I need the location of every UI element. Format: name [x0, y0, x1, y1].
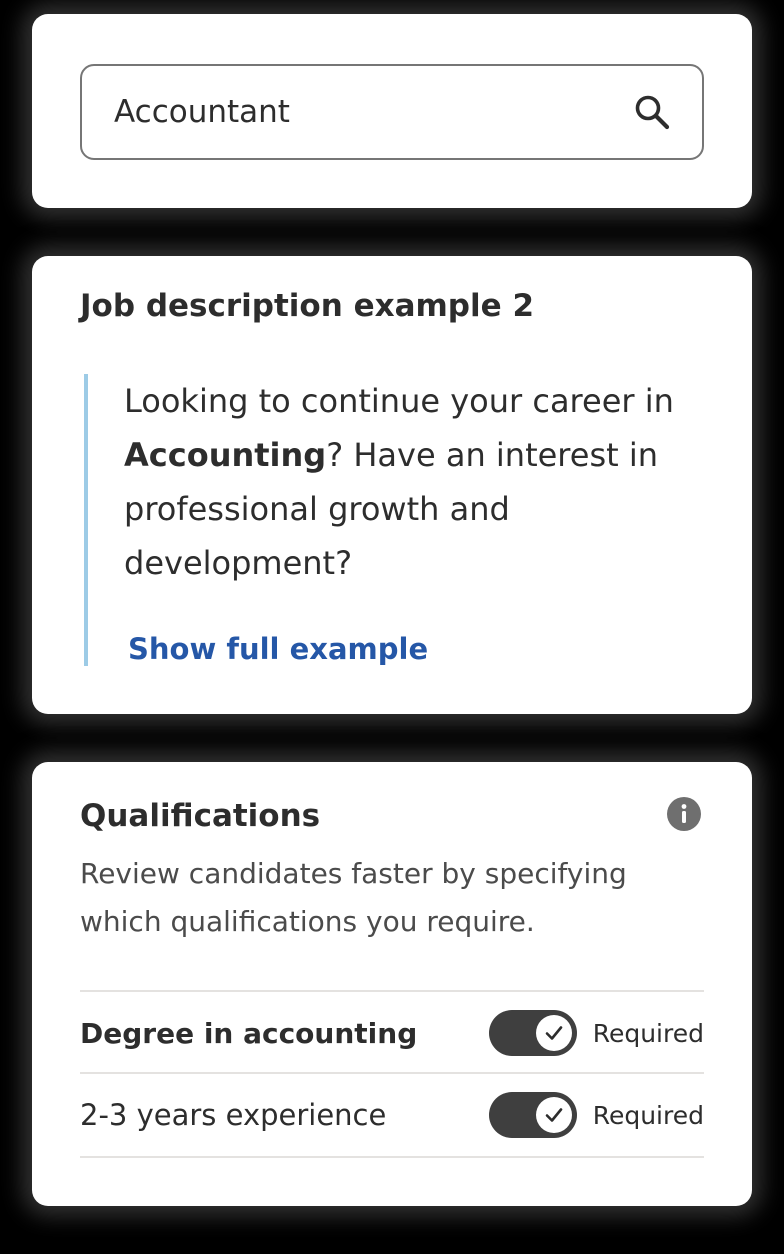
search-input-value: Accountant — [114, 94, 290, 130]
example-text-after: ? Have an interest in professional growt… — [124, 436, 658, 582]
example-text-before: Looking to continue your career in — [124, 382, 674, 420]
show-full-example-link[interactable]: Show full example — [128, 632, 429, 666]
example-text-keyword: Accounting — [124, 436, 327, 474]
qualification-row: 2-3 years experience Required — [80, 1072, 704, 1158]
qualification-row: Degree in accounting Required — [80, 990, 704, 1074]
qualification-status: Required — [592, 1100, 704, 1130]
qualifications-description: Review candidates faster by specifying w… — [80, 857, 627, 938]
search-input[interactable]: Accountant — [80, 64, 704, 160]
toggle-knob — [535, 1015, 572, 1051]
check-icon — [545, 1026, 563, 1040]
qualification-label: Degree in accounting — [80, 1016, 418, 1050]
qualification-label: 2-3 years experience — [80, 1098, 387, 1132]
qualifications-title: Qualifications — [80, 798, 321, 834]
toggle-knob — [535, 1097, 572, 1133]
example-title: Job description example 2 — [80, 288, 535, 324]
example-text: Looking to continue your career in Accou… — [124, 374, 704, 590]
qualifications-card: Qualifications Review candidates faster … — [32, 762, 752, 1206]
qualification-status: Required — [592, 1018, 704, 1048]
example-quote: Looking to continue your career in Accou… — [84, 374, 704, 666]
info-icon[interactable] — [666, 796, 702, 832]
search-icon[interactable] — [632, 92, 672, 132]
job-description-example-card: Job description example 2 Looking to con… — [32, 256, 752, 714]
check-icon — [545, 1108, 563, 1122]
required-toggle[interactable] — [488, 1092, 577, 1138]
search-card: Accountant — [32, 14, 752, 208]
required-toggle[interactable] — [488, 1010, 577, 1056]
